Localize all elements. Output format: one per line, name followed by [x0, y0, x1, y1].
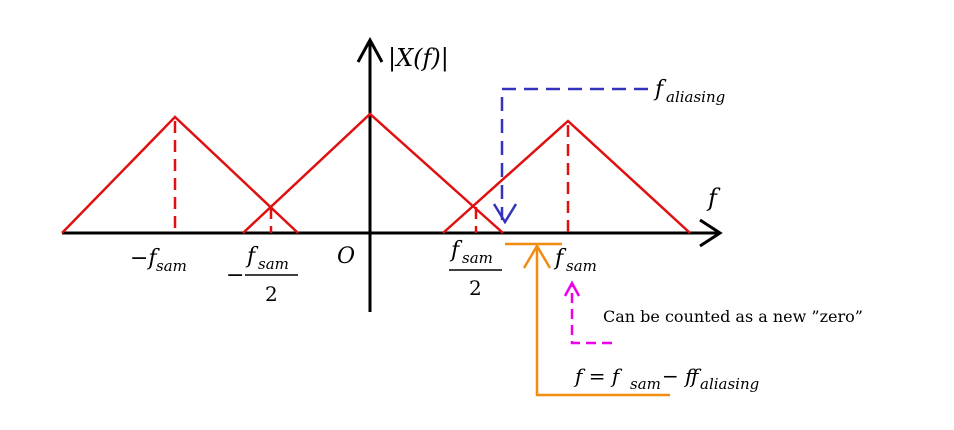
- y-axis-label: |X(f)|: [388, 44, 449, 73]
- neg-half-fsam-label: − f sam 2: [226, 244, 298, 306]
- result-arrow: [505, 242, 670, 397]
- x-axis-arrowhead: [699, 218, 723, 248]
- svg-text:sam: sam: [566, 257, 597, 275]
- spectrum-left-copy: [61, 115, 299, 234]
- svg-text:−f: −f: [130, 246, 160, 271]
- spectrum-baseband: [242, 112, 504, 234]
- new-zero-arrow: [563, 280, 612, 345]
- svg-text:aliasing: aliasing: [666, 88, 725, 106]
- new-zero-note: Can be counted as a new ”zero”: [603, 307, 863, 326]
- svg-text:f = f: f = f: [573, 364, 623, 388]
- aliasing-arrow: [492, 87, 648, 225]
- pos-half-fsam-label: f sam 2: [449, 238, 502, 300]
- dashed-markers: [173, 121, 570, 233]
- origin-label: O: [337, 244, 355, 269]
- svg-text:−: −: [226, 263, 244, 288]
- svg-text:sam: sam: [156, 257, 187, 275]
- result-equation: f = f sam − f f aliasing: [573, 364, 759, 393]
- svg-text:f: f: [245, 244, 259, 269]
- svg-text:sam: sam: [462, 249, 493, 267]
- svg-text:f: f: [653, 77, 667, 102]
- svg-text:sam: sam: [258, 255, 289, 273]
- aliasing-arrowhead: [492, 203, 518, 225]
- svg-text:− f: − f: [662, 364, 696, 388]
- neg-fsam-label: −f sam: [130, 246, 187, 275]
- svg-text:2: 2: [469, 276, 482, 300]
- svg-text:f: f: [553, 246, 567, 271]
- new-zero-arrowhead: [563, 280, 581, 297]
- result-arrowhead: [522, 243, 552, 269]
- x-axis-label: f: [706, 184, 721, 212]
- svg-text:f: f: [449, 238, 463, 263]
- result-path: [535, 246, 670, 397]
- svg-text:sam: sam: [630, 375, 661, 393]
- f-aliasing-label: f aliasing: [653, 77, 725, 106]
- spectrum-right-copy: [442, 119, 691, 234]
- pos-fsam-label: f sam: [553, 246, 597, 275]
- y-axis-arrowhead: [356, 36, 384, 63]
- svg-text:2: 2: [265, 282, 278, 306]
- spectrum-copies: [61, 112, 691, 234]
- axes: [62, 36, 723, 312]
- svg-text:aliasing: aliasing: [700, 375, 759, 393]
